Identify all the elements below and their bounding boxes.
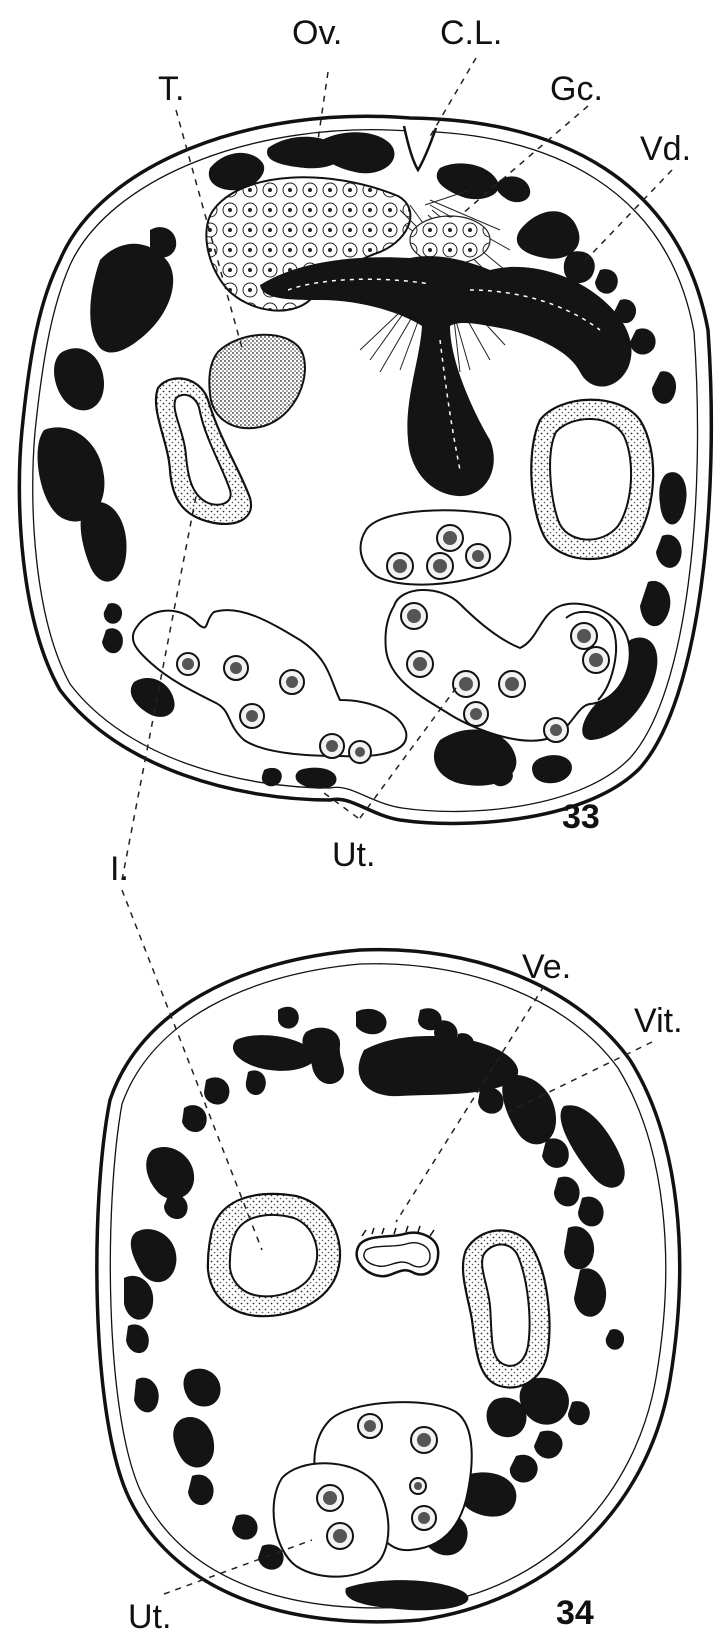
label-genital-chamber: Gc. bbox=[550, 70, 603, 108]
figure-number-34: 34 bbox=[556, 1594, 594, 1632]
figure-number-33: 33 bbox=[562, 798, 600, 836]
figure-33 bbox=[19, 116, 711, 823]
label-cirrus: C.L. bbox=[440, 14, 502, 52]
label-vas-deferens: Vd. bbox=[640, 130, 691, 168]
label-intestine: I. bbox=[110, 850, 129, 888]
label-uterus-33: Ut. bbox=[332, 836, 375, 874]
label-vesicle: Ve. bbox=[522, 948, 571, 986]
vesicle bbox=[357, 1233, 439, 1276]
label-vitellaria: Vit. bbox=[634, 1002, 683, 1040]
label-testis: T. bbox=[158, 70, 184, 108]
label-ovary: Ov. bbox=[292, 14, 342, 52]
label-uterus-34: Ut. bbox=[128, 1598, 171, 1634]
